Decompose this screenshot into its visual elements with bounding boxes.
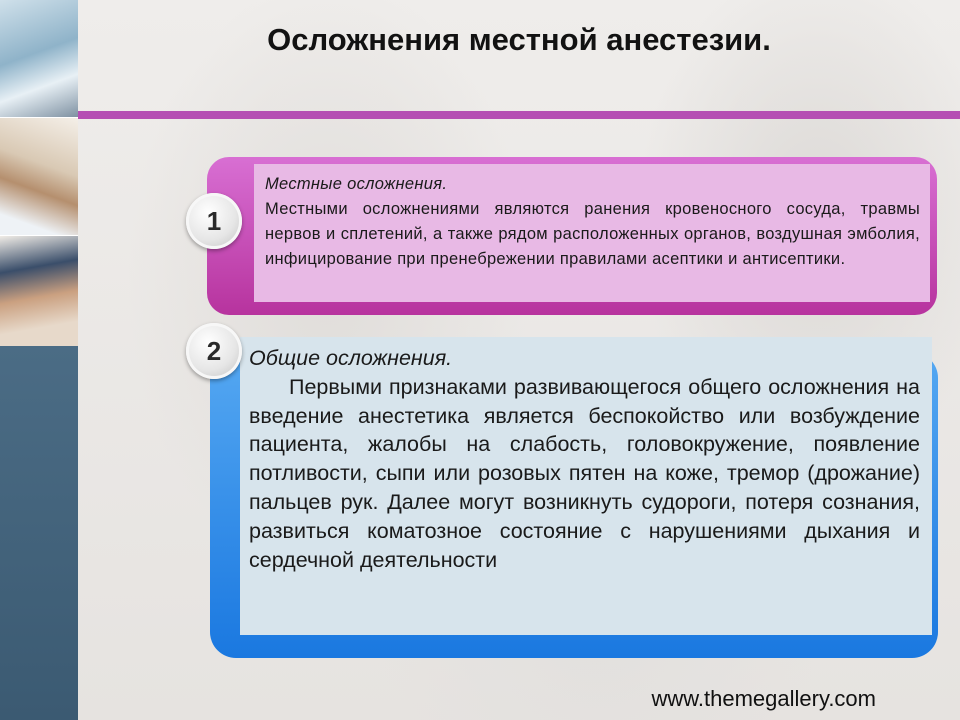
panel-2-content: Общие осложнения. Первыми признаками раз…	[240, 337, 932, 635]
panel-2-text: Первыми признаками развивающегося общего…	[249, 374, 920, 572]
number-badge-1: 1	[186, 193, 242, 249]
photo-doctor-syringe	[0, 0, 78, 118]
footer-url: www.themegallery.com	[651, 686, 876, 711]
left-photo-strip	[0, 0, 78, 720]
panel-1-text: Местными осложнениями являются ранения к…	[265, 200, 920, 268]
number-badge-2-label: 2	[206, 335, 222, 366]
number-badge-2: 2	[186, 323, 242, 379]
number-badge-1-label: 1	[206, 205, 222, 236]
panel-1-heading: Местные осложнения.	[265, 175, 448, 193]
photo-doctor-patient	[0, 118, 78, 236]
panel-2-heading: Общие осложнения.	[249, 346, 453, 370]
title-underline	[78, 111, 960, 119]
panel-1-content: Местные осложнения. Местными осложнениям…	[254, 164, 930, 302]
strip-bottom	[0, 346, 78, 720]
page-title: Осложнения местной анестезии.	[267, 22, 771, 57]
photo-blood-pressure	[0, 236, 78, 346]
